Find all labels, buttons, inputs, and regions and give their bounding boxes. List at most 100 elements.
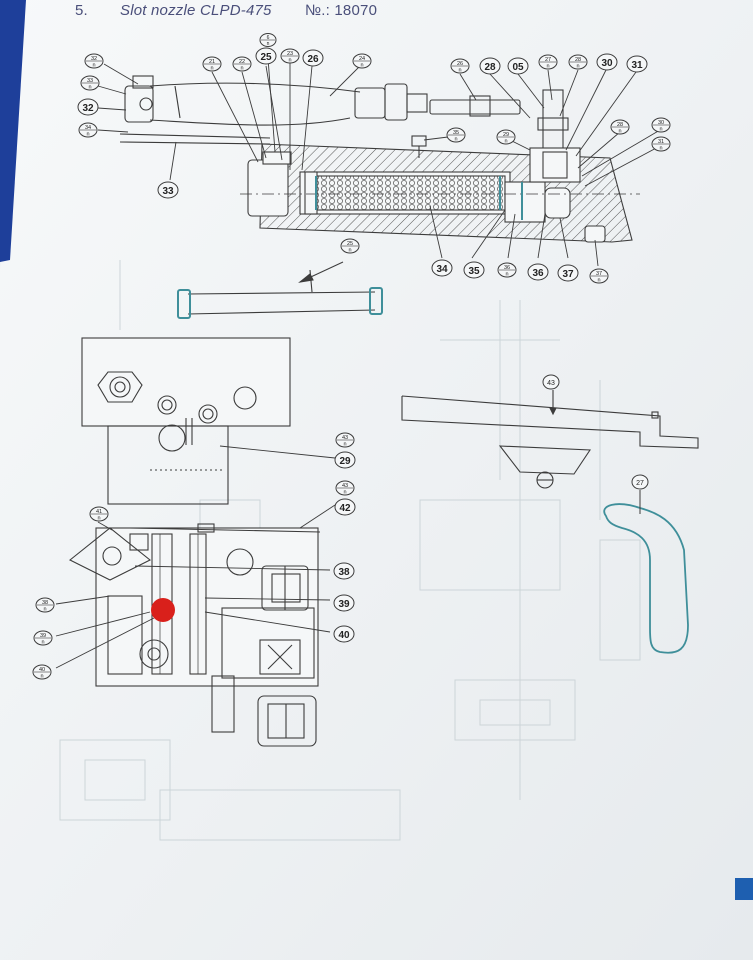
hose-lower [149,117,351,126]
left-end-plug [247,159,289,217]
callout-26: 26 [302,49,324,67]
svg-text:40: 40 [338,630,350,641]
svg-text:36: 36 [504,265,510,271]
callout-29n: 29n [496,129,516,145]
svg-text:29: 29 [339,456,351,467]
callout-24n: 24n [352,53,372,69]
svg-text:n: n [348,248,351,254]
left-connector-body [124,85,154,123]
top-plate [81,337,291,427]
ball-seat [544,187,571,219]
callout-37n: 37n [589,268,609,284]
callout-40: 40 [333,625,355,643]
svg-text:30: 30 [601,58,613,69]
svg-text:25: 25 [260,52,272,63]
callout-43n-low: 43n [335,480,355,496]
svg-text:35: 35 [453,130,459,136]
callout-34: 34 [431,259,453,277]
svg-text:05: 05 [512,62,524,73]
callout-36: 36 [527,263,549,281]
callout-23n: 23n [280,48,300,64]
left-connector-pin [139,97,153,111]
svg-text:n: n [659,146,662,152]
svg-text:27: 27 [636,480,644,487]
svg-text:39: 39 [338,599,350,610]
svg-text:23: 23 [287,51,293,57]
svg-text:n: n [240,66,243,72]
valve-inner [542,151,568,179]
svg-text:25: 25 [347,241,353,247]
svg-text:42: 42 [339,503,351,514]
callout-43n-mid: 43n [335,432,355,448]
callout-39n: 39n [33,630,53,646]
drawing-title: Slot nozzle CLPD-475 [120,2,272,19]
hex-head [97,371,143,403]
svg-text:35: 35 [468,266,480,277]
side-plate [221,607,315,679]
callout-31n: 31n [651,136,671,152]
bolt-hole-1 [157,395,177,415]
left-end-nut [262,151,292,165]
svg-text:n: n [267,41,270,47]
svg-text:26: 26 [457,61,463,67]
callout-27n: 27n [538,54,558,70]
svg-text:n: n [504,139,507,145]
svg-text:34: 34 [85,125,91,131]
hex-detail-bottom [257,695,317,747]
svg-text:43: 43 [342,483,348,489]
callout-38n: 38n [35,597,55,613]
callout-37: 37 [557,264,579,282]
svg-text:n: n [92,63,95,69]
callout-21n: 21n [202,56,222,72]
callout-35n: 35n [446,127,466,143]
svg-text:40: 40 [39,667,45,673]
callout-25n: 25n [340,238,360,254]
svg-text:n: n [288,58,291,64]
svg-text:29: 29 [503,132,509,138]
bolt-hole-2 [198,404,218,424]
svg-text:27: 27 [545,57,551,63]
filter-element [314,175,506,211]
section-number: 5. [75,2,88,19]
svg-text:34: 34 [436,264,448,275]
callout-32: 32 [77,98,99,116]
svg-text:28: 28 [484,62,496,73]
teal-seals [315,176,523,220]
clamp-assembly [68,337,321,747]
svg-text:6: 6 [267,35,270,41]
hose-upper [149,82,361,93]
callout-28n-top: 28n [568,54,588,70]
callout-30: 30 [596,53,618,71]
page-corner-tab [735,878,753,900]
bolt-hole-3 [233,386,257,410]
callout-28n-right: 28n [610,119,630,135]
callout-32n-top: 32n [84,53,104,69]
show-through-drawing [59,260,641,841]
svg-text:n: n [546,64,549,70]
svg-text:24: 24 [359,56,365,62]
svg-text:n: n [97,516,100,522]
svg-text:n: n [618,129,621,135]
svg-text:31: 31 [631,60,643,71]
callout-27: 27 [631,474,649,490]
filter-tube-detail [177,261,383,319]
base-rod-2 [119,141,271,145]
svg-text:n: n [343,490,346,496]
callout-28: 28 [479,57,501,75]
valve-cap [537,117,569,131]
svg-text:26: 26 [307,54,319,65]
svg-text:n: n [86,132,89,138]
svg-text:n: n [210,66,213,72]
wedge-41 [68,527,152,581]
svg-text:28: 28 [617,122,623,128]
callout-26n: 26n [450,58,470,74]
svg-text:n: n [505,272,508,278]
bottom-port [584,225,606,243]
callout-40n: 40n [32,664,52,680]
svg-text:n: n [88,85,91,91]
svg-text:32: 32 [91,56,97,62]
callout-39: 39 [333,594,355,612]
callout-33n: 33n [80,75,100,91]
